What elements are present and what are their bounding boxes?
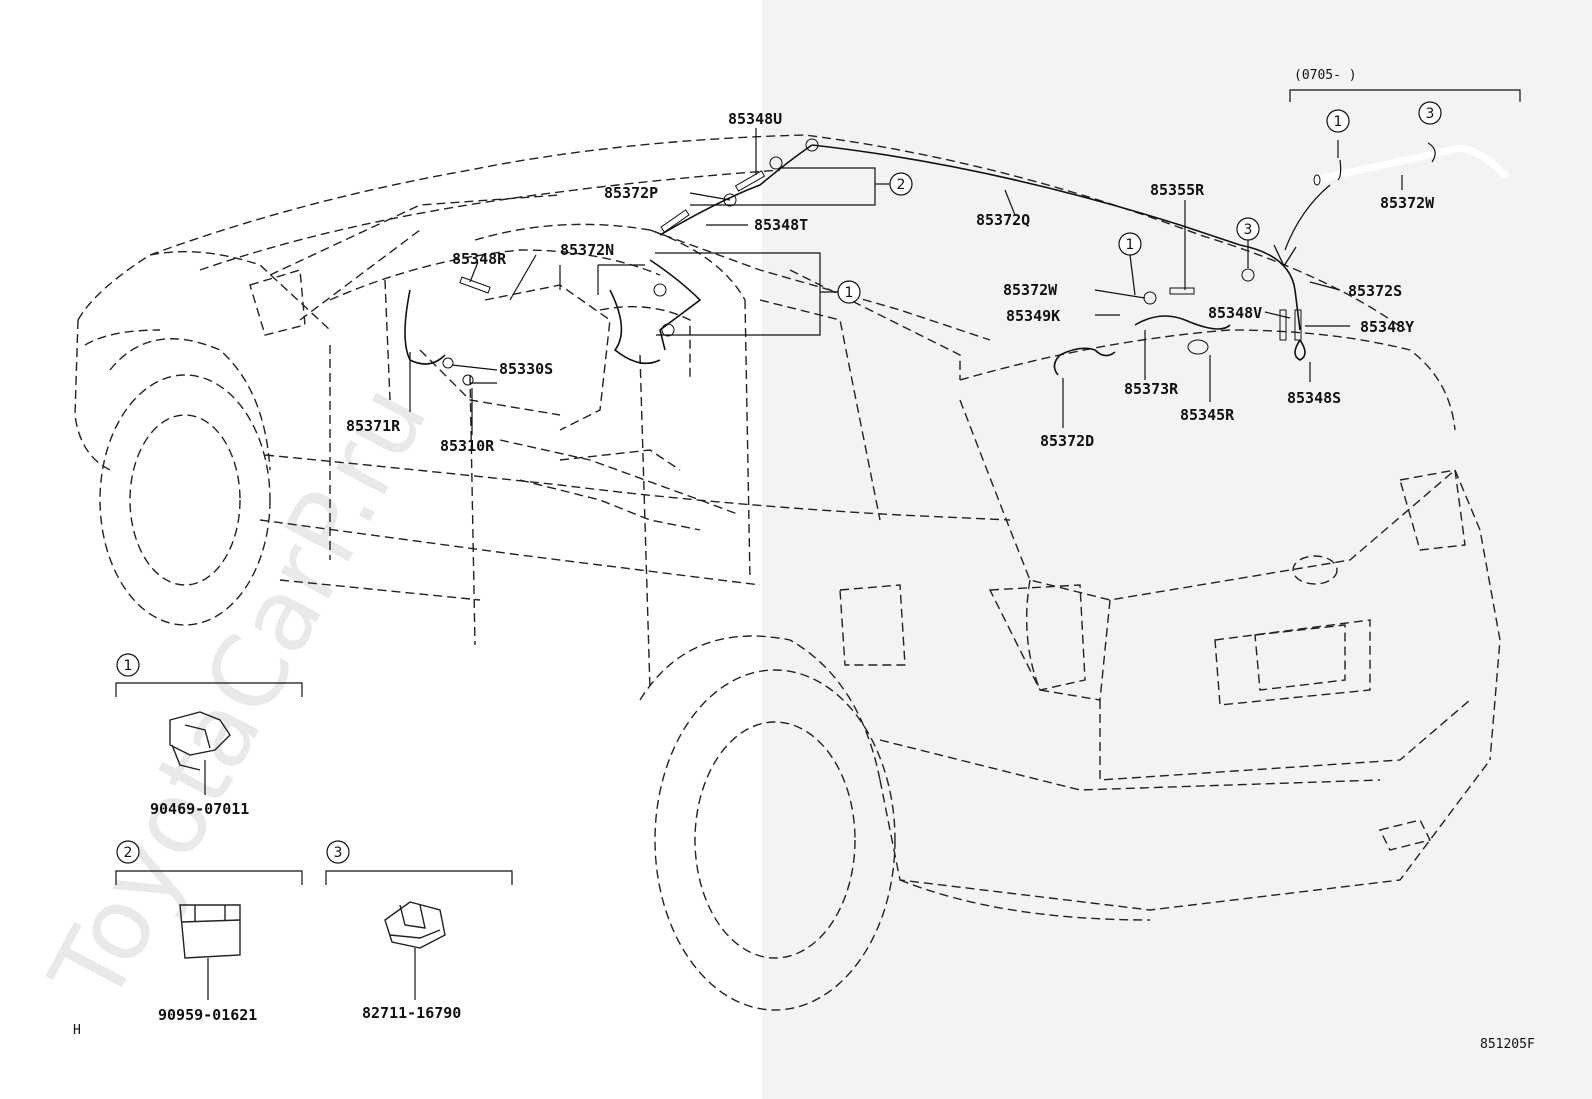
part-label-85372S[interactable]: 85372S (1348, 282, 1402, 300)
callout-1-label: 1 (1126, 237, 1135, 253)
part-label-85373R[interactable]: 85373R (1124, 380, 1179, 398)
inset-range-label: (0705- ) (1294, 68, 1357, 83)
leader-lines (409, 128, 1403, 435)
part-label-85355R[interactable]: 85355R (1150, 181, 1205, 199)
figure-code: 851205F (1480, 1037, 1535, 1052)
part-label-85310R[interactable]: 85310R (440, 437, 495, 455)
callout-3-label: 3 (1244, 222, 1253, 238)
callout-1-label: 1 (845, 285, 854, 301)
callout-2-label: 2 (124, 845, 133, 861)
callout-2-circle (116, 840, 140, 864)
clip-3-icon (384, 901, 446, 949)
part-label-85348S[interactable]: 85348S (1287, 389, 1341, 407)
callout-1-label: 1 (124, 658, 133, 674)
part-label-85348U[interactable]: 85348U (728, 110, 782, 128)
part-label-85372N[interactable]: 85372N (560, 241, 614, 259)
part-label-85372D[interactable]: 85372D (1040, 432, 1094, 450)
part-label-90959-01621[interactable]: 90959-01621 (158, 1006, 257, 1024)
clamp-icon (179, 904, 241, 959)
callout-1-circle (837, 280, 861, 304)
part-label-85371R[interactable]: 85371R (346, 417, 401, 435)
part-label-85330S[interactable]: 85330S (499, 360, 553, 378)
background-panel (762, 0, 1592, 1099)
callout-1-circle (1326, 109, 1350, 133)
part-label-85372Q[interactable]: 85372Q (976, 211, 1030, 229)
part-label-85348R[interactable]: 85348R (452, 250, 507, 268)
callouts: 2 1 1 3 1 3 1 2 3 (116, 101, 1442, 864)
part-label-85372W[interactable]: 85372W (1003, 281, 1058, 299)
inset-0705: (0705- ) (1273, 68, 1521, 268)
part-label-82711-16790[interactable]: 82711-16790 (362, 1004, 461, 1022)
detail-brackets (115, 682, 513, 1000)
callout-3-label: 3 (1426, 106, 1435, 122)
part-label-85345R[interactable]: 85345R (1180, 406, 1235, 424)
footer-code-left: H (73, 1023, 81, 1038)
part-label-85349K[interactable]: 85349K (1006, 307, 1060, 325)
callout-1-label: 1 (1334, 114, 1343, 130)
callout-3-circle (1236, 217, 1260, 241)
callout-3-circle (1418, 101, 1442, 125)
part-label-85372W[interactable]: 85372W (1380, 194, 1435, 212)
callout-1-circle (1118, 232, 1142, 256)
part-label-85348Y[interactable]: 85348Y (1360, 318, 1414, 336)
callout-1-circle (116, 653, 140, 677)
callout-3-circle (326, 840, 350, 864)
clip-icon (169, 711, 231, 771)
part-label-85348T[interactable]: 85348T (754, 216, 808, 234)
part-label-85348V[interactable]: 85348V (1208, 304, 1262, 322)
part-label-85372P[interactable]: 85372P (604, 184, 658, 202)
part-labels[interactable]: 85348U 85372P 85348T 85348R 85372N 85330… (150, 110, 1435, 1024)
part-label-90469-07011[interactable]: 90469-07011 (150, 800, 249, 818)
callout-2-label: 2 (897, 177, 906, 193)
callout-2-circle (889, 172, 913, 196)
callout-3-label: 3 (334, 845, 343, 861)
